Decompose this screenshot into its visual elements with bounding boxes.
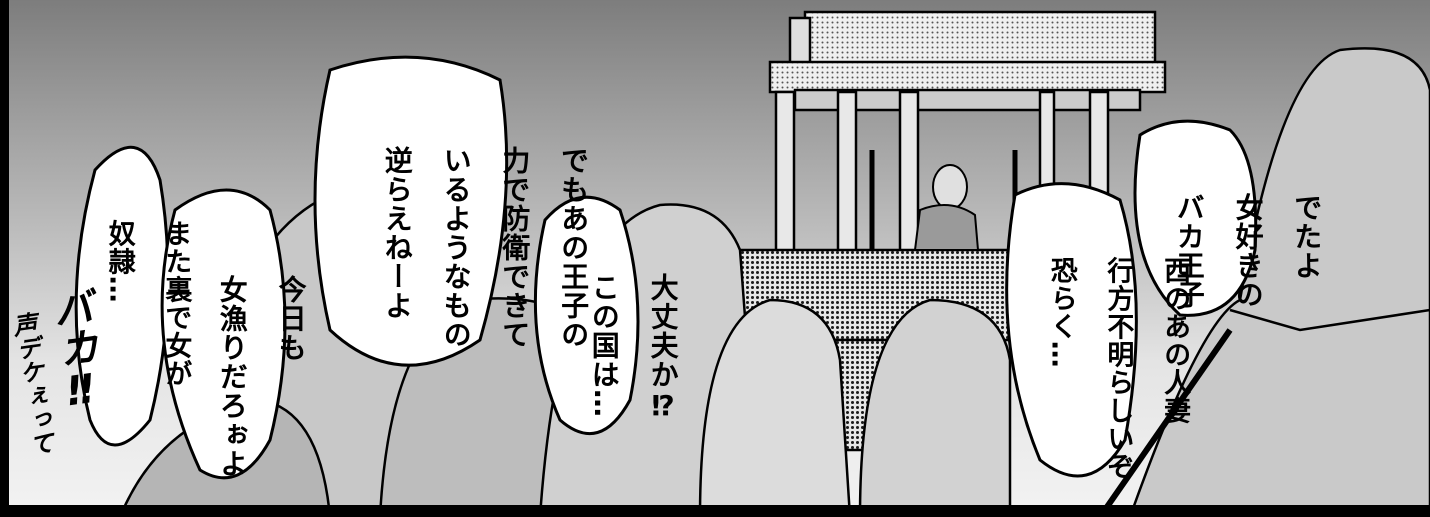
bubble-prince-power-text: でもあの王子の 力で防衛できて いるようなもの 逆らえねーよ [353,103,618,353]
bubble-prince-power-line-4: 逆らえねーよ [380,146,414,320]
bubble-wife-line-2: 行方不明らしいぞ [1102,256,1134,481]
bubble-womanizer-line-3: バカ王子 [1172,193,1206,309]
bubble-country-line-1: 大丈夫か⁉ [646,273,680,423]
bubble-wife-text: 西のあの人妻 行方不明らしいぞ 恐らく… [1018,215,1216,481]
bubble-slave-line-1: また裏で女が [160,219,192,388]
prince-figure [913,164,980,251]
bubble-women-line-1: 今日も [274,275,308,362]
panel-border-bottom [0,505,1430,517]
bubble-shape-womanizer [1133,119,1258,317]
bubble-womanizer-line-2: 女好きの [1231,193,1265,309]
bubble-shape-wife [1005,182,1138,478]
bubble-womanizer-line-1: でたよ [1290,193,1324,280]
bubble-slave-line-2: 奴隷… [103,219,135,304]
bubble-women-line-2: 女漁りだろぉよ [215,275,249,478]
bubble-prince-power-line-1: でもあの王子の [557,146,591,349]
speech-bubbles [74,55,1258,480]
panel-border-left [0,0,9,517]
bubble-country-line-2: この国は… [587,273,621,418]
bubble-wife-line-3: 恐らく… [1045,256,1077,369]
bubble-slave-text: また裏で女が 奴隷… [76,178,218,448]
bubble-prince-power-line-2: 力で防衛できて [498,146,532,349]
bubble-country-text: 大丈夫か⁉ この国は… [560,230,707,430]
bubble-shape-slave [74,145,170,447]
bubble-women-text: 今日も 女漁りだろぉよ [188,232,335,482]
bubble-womanizer-text: でたよ 女好きの バカ王子 [1145,150,1351,309]
bubble-shape-prince [313,55,509,367]
bubble-prince-power-line-3: いるようなもの [439,146,473,349]
bubble-shape-women [160,188,287,480]
bubble-shape-country [533,195,640,436]
bubble-wife-line-1: 西のあの人妻 [1159,256,1191,425]
